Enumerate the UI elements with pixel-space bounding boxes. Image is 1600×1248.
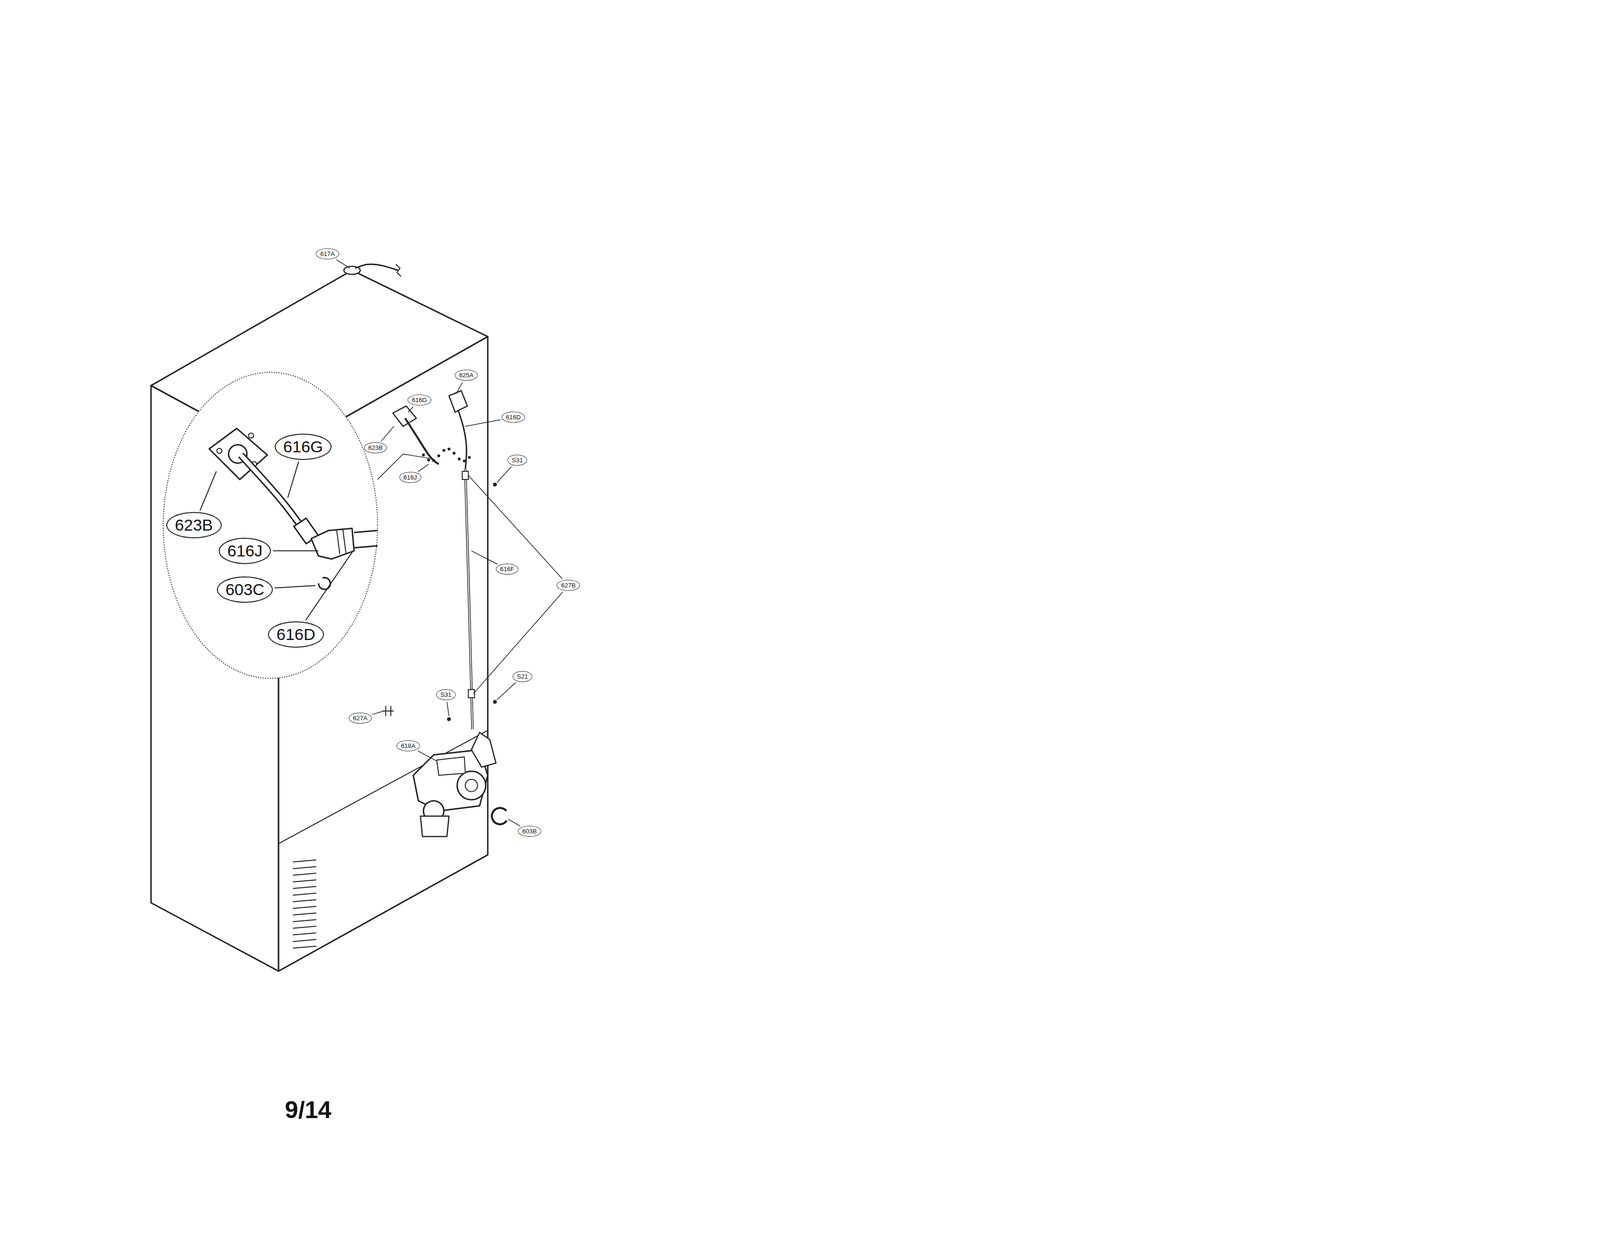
callout-number: S31 [507,454,527,466]
tube-616d-detail [354,546,378,548]
callout-number: 616J [218,537,272,565]
callout-number: 616J [399,472,422,484]
vent-slot [292,860,317,863]
callout-number: S21 [512,671,533,683]
coil-dot [432,459,436,462]
tube-616g-detail [240,455,304,531]
callout-number: 603C [216,576,273,603]
valve-body-top [436,757,466,776]
leader-line [496,466,512,484]
coil-dot [421,453,425,457]
page-number: 9/14 [283,1095,333,1126]
tube-616g [405,418,439,465]
part-625a [449,390,468,413]
tube-616d-detail [354,530,378,533]
vent-slot [292,926,317,929]
callout-number: S31 [436,689,456,701]
fitting-616j [311,528,355,559]
coil-dot [427,458,430,462]
bracket-screw-hole [248,433,254,439]
callout-number: 616F [495,563,519,575]
callout-number: 616D [501,411,526,423]
screw [493,699,497,704]
valve-bracket [471,732,496,768]
vent-slot [292,913,317,916]
valve-solenoid [457,771,486,801]
leader-line [408,406,414,413]
valve-port [465,779,478,793]
leader-line [447,702,450,717]
coil-dot [457,457,461,461]
callout-number: 616G [274,433,332,461]
callout-number: 623B [166,512,222,539]
vent-slot [292,906,317,909]
leader-line [272,550,319,552]
leader-line [305,550,354,621]
tube-616d [458,410,467,470]
break-mark [396,264,402,277]
machine-compartment-line [278,730,488,844]
callout-number: 617A [315,248,339,260]
bracket-623b [392,406,417,427]
callout-number: 616D [268,621,324,648]
coil-dot [462,459,466,463]
fitting-ring [343,529,346,554]
callout-number: 623B [364,442,387,454]
coil-dot [452,451,456,455]
vent-slot [292,886,317,889]
callout-number: 627B [556,579,580,591]
detail-magnifier [163,372,378,679]
valve-fitting [420,816,450,838]
leader-line [287,461,299,499]
leader-line [456,382,463,395]
coil-dot [437,454,441,458]
coil-dot [467,456,471,460]
leader-line [372,711,384,715]
vent-slot [292,880,317,882]
vent-slot [292,866,317,869]
callout-number: 627A [348,712,372,724]
vent-slot [292,893,317,896]
clamp [462,471,469,480]
leader-line [274,585,316,589]
callout-number: 603B [517,826,541,838]
vent-slot [292,933,317,935]
screw [493,483,497,487]
tube-616g-detail-core [240,455,304,531]
vent-slot [292,946,317,949]
leader-line [381,426,394,442]
leader-line [418,464,429,473]
vent-slot [292,919,317,922]
vent-slot [292,900,317,903]
fitting-ring [336,530,340,555]
bracket-screw-hole [216,448,223,454]
coil-dot [442,449,446,452]
vent-slot [292,939,317,942]
callout-number: 618A [396,740,420,752]
vent-slot [292,873,317,876]
leader-line [200,471,217,511]
leader-line [473,592,563,694]
leader-line [465,419,501,427]
leader-line [418,751,438,762]
leader-line [336,259,351,269]
clip-627a [382,710,394,712]
ring-603b [490,806,508,826]
power-cord [354,264,398,271]
screw [447,717,452,722]
leader-line [508,819,521,827]
callout-number: 616G [407,394,432,406]
leader-line [468,475,563,580]
leader-line [496,682,516,700]
leader-line [471,550,498,565]
coil-dot [447,447,451,451]
